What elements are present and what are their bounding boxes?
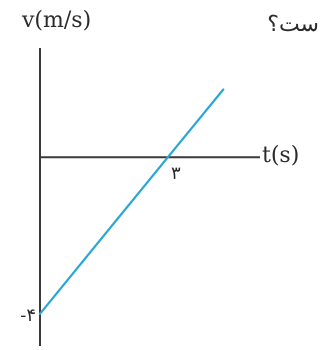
y-tick-label-0: -۴ — [20, 305, 36, 326]
x-axis-label: t(s) — [262, 143, 300, 168]
series-line-0 — [38, 88, 225, 315]
y-axis-label: v(m/s) — [22, 8, 92, 33]
question-text-fragment: ست؟ — [267, 12, 319, 37]
x-tick-label-0: ۳ — [171, 163, 181, 184]
